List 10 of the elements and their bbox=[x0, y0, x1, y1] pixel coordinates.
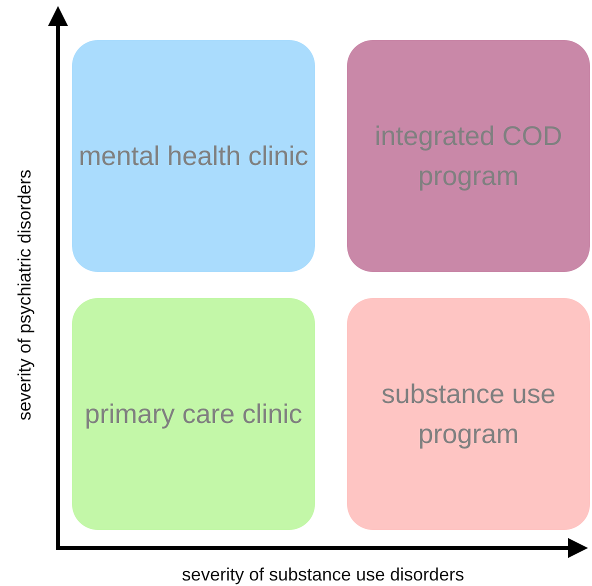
quadrant-box bbox=[347, 298, 590, 530]
y-axis-label: severity of psychiatric disorders bbox=[14, 169, 36, 421]
x-axis-label: severity of substance use disorders bbox=[182, 564, 464, 586]
quadrant-label: primary care clinic bbox=[84, 398, 302, 431]
quadrant-box bbox=[347, 40, 590, 272]
quadrant-label: substance use program bbox=[380, 378, 557, 451]
quadrant-box bbox=[72, 298, 315, 530]
quadrant-label: integrated COD program bbox=[374, 120, 564, 193]
quadrant-label: mental health clinic bbox=[78, 140, 308, 173]
quadrant-box bbox=[72, 40, 315, 272]
